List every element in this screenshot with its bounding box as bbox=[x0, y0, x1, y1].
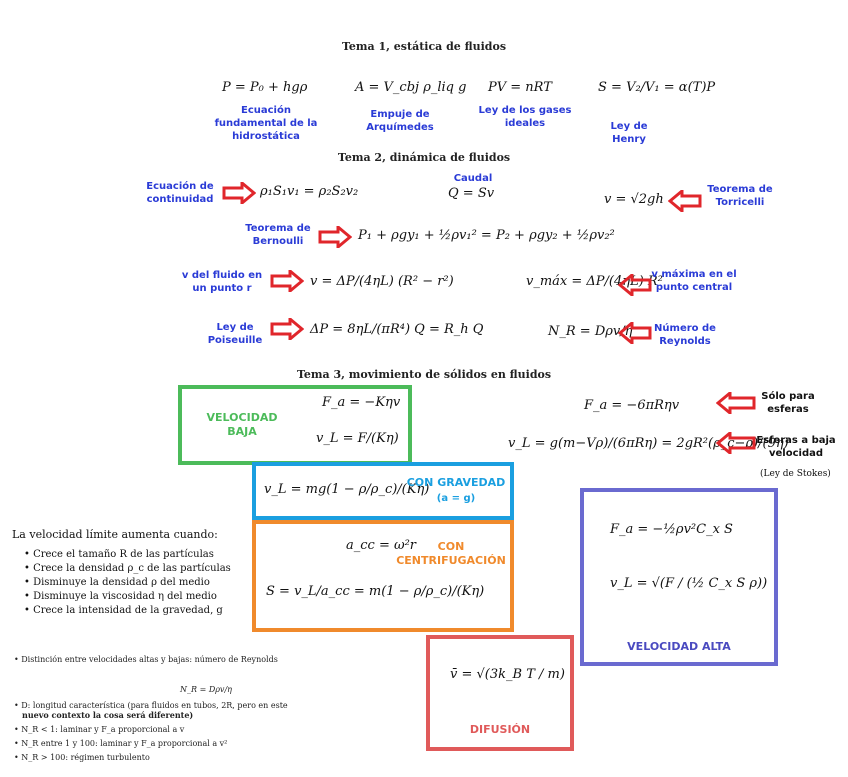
eq-nr-notas: N_R = Dρv/η bbox=[180, 685, 232, 694]
eq-poiseuille: ΔP = 8ηL/(πR⁴) Q = R_h Q bbox=[310, 322, 484, 337]
label-esferas-baja: Esferas a baja velocidad bbox=[756, 435, 836, 459]
list-item: • Disminuye la viscosidad η del medio bbox=[24, 591, 217, 602]
eq-hidrostatica: P = P₀ + hgρ bbox=[222, 80, 308, 95]
box-con-centrifugacion: a_cc = ω²r CON CENTRIFUGACIÓN S = v_L/a_… bbox=[252, 520, 514, 632]
eq-torricelli: v = √2gh bbox=[604, 192, 664, 207]
box-velocidad-alta: F_a = −½ρv²C_x S v_L = √(F / (½ C_x S ρ)… bbox=[580, 488, 778, 666]
eq-vl-alta: v_L = √(F / (½ C_x S ρ)) bbox=[610, 576, 768, 591]
label-reynolds: Número de Reynolds bbox=[654, 323, 716, 347]
arrow-right-icon bbox=[318, 226, 352, 248]
label-arquimedes: Empuje de Arquímedes bbox=[366, 109, 434, 133]
list-item: • Disminuye la densidad ρ del medio bbox=[24, 577, 210, 588]
label-ley-stokes: (Ley de Stokes) bbox=[760, 469, 831, 479]
eq-reynolds: N_R = Dρv/η bbox=[548, 324, 633, 339]
eq-difusion: v̄ = √(3k_B T / m) bbox=[450, 667, 565, 682]
box-con-gravedad: v_L = mg(1 − ρ/ρ_c)/(Kη) CON GRAVEDAD (a… bbox=[252, 462, 514, 520]
limite-list: • Crece el tamaño R de las partículas • … bbox=[0, 548, 231, 618]
list-item: • Crece la densidad ρ_c de las partícula… bbox=[24, 563, 231, 574]
eq-gases: PV = nRT bbox=[488, 80, 552, 95]
list-item: • Crece la intensidad de la gravedad, g bbox=[24, 605, 223, 616]
eq-aceleracion-centrifuga: a_cc = ω²r bbox=[346, 538, 416, 553]
box-difusion: v̄ = √(3k_B T / m) DIFUSIÓN bbox=[426, 635, 574, 751]
label-bernoulli: Teorema de Bernoulli bbox=[245, 223, 311, 247]
arrow-left-icon bbox=[668, 190, 702, 212]
nota-laminar-v: • N_R < 1: laminar y F_a proporcional a … bbox=[14, 725, 185, 734]
arrow-right-icon bbox=[270, 270, 304, 292]
eq-stokes-fuerza: F_a = −6πRηv bbox=[584, 398, 680, 413]
eq-stokes-velocidad: v_L = g(m−Vρ)/(6πRη) = 2gR²(ρ_c−ρ)/(9η) bbox=[508, 436, 789, 451]
label-con-gravedad: CON GRAVEDAD bbox=[406, 476, 506, 489]
tema3-heading: Tema 3, movimiento de sólidos en fluidos bbox=[296, 368, 552, 381]
eq-caudal: Q = Sv bbox=[448, 186, 495, 201]
arrow-left-icon bbox=[618, 322, 652, 344]
label-caudal: Caudal bbox=[453, 173, 493, 184]
tema1-heading: Tema 1, estática de fluidos bbox=[341, 40, 507, 53]
nota-reynolds: • Distinción entre velocidades altas y b… bbox=[14, 655, 278, 664]
eq-v-punto: v = ΔP/(4ηL) (R² − r²) bbox=[310, 274, 454, 289]
limite-title: La velocidad límite aumenta cuando: bbox=[12, 528, 218, 541]
label-continuidad: Ecuación de continuidad bbox=[146, 181, 214, 205]
eq-bernoulli: P₁ + ρgy₁ + ½ρv₁² = P₂ + ρgy₂ + ½ρv₂² bbox=[358, 228, 615, 243]
label-con-centrifugacion: CON CENTRIFUGACIÓN bbox=[396, 540, 506, 567]
arrow-left-icon bbox=[716, 432, 756, 454]
label-velocidad-baja: VELOCIDAD BAJA bbox=[206, 411, 278, 438]
eq-arquimedes: A = V_cbj ρ_liq g bbox=[355, 80, 467, 95]
label-solo-esferas: Sólo para esferas bbox=[761, 391, 815, 415]
label-torricelli: Teorema de Torricelli bbox=[707, 184, 773, 208]
label-poiseuille: Ley de Poiseuille bbox=[207, 322, 263, 346]
eq-vl-baja: v_L = F/(Kη) bbox=[316, 431, 399, 446]
label-gases: Ley de los gases ideales bbox=[478, 105, 572, 129]
arrow-right-icon bbox=[222, 182, 256, 204]
eq-fa-baja: F_a = −Kηv bbox=[322, 395, 401, 410]
nota-turbulento: • N_R > 100: régimen turbulento bbox=[14, 753, 150, 762]
eq-fa-alta: F_a = −½ρv²C_x S bbox=[610, 522, 733, 537]
eq-continuidad: ρ₁S₁v₁ = ρ₂S₂v₂ bbox=[260, 184, 359, 199]
label-v-punto: v del fluido en un punto r bbox=[181, 270, 263, 294]
label-hidrostatica: Ecuación fundamental de la hidrostática bbox=[214, 105, 318, 142]
arrow-left-icon bbox=[716, 392, 756, 414]
arrow-right-icon bbox=[270, 318, 304, 340]
label-v-max: v máxima en el punto central bbox=[651, 269, 737, 293]
label-velocidad-alta: VELOCIDAD ALTA bbox=[627, 640, 731, 653]
nota-longitud-2: nuevo contexto la cosa será diferente) bbox=[22, 710, 194, 720]
tema2-heading: Tema 2, dinámica de fluidos bbox=[337, 151, 511, 164]
box-velocidad-baja: VELOCIDAD BAJA F_a = −Kηv v_L = F/(Kη) bbox=[178, 385, 412, 465]
nota-laminar-v2: • N_R entre 1 y 100: laminar y F_a propo… bbox=[14, 739, 228, 748]
label-difusion: DIFUSIÓN bbox=[469, 723, 531, 736]
eq-gravedad: v_L = mg(1 − ρ/ρ_c)/(Kη) bbox=[264, 482, 430, 497]
eq-centrifugacion: S = v_L/a_cc = m(1 − ρ/ρ_c)/(Kη) bbox=[266, 584, 485, 599]
nota-longitud: • D: longitud característica (para fluid… bbox=[14, 701, 288, 710]
arrow-left-icon bbox=[618, 274, 652, 296]
label-henry: Ley de Henry bbox=[610, 121, 648, 145]
eq-henry: S = V₂/V₁ = α(T)P bbox=[598, 80, 716, 95]
list-item: • Crece el tamaño R de las partículas bbox=[24, 549, 214, 560]
label-a-igual-g: (a = g) bbox=[436, 493, 476, 504]
